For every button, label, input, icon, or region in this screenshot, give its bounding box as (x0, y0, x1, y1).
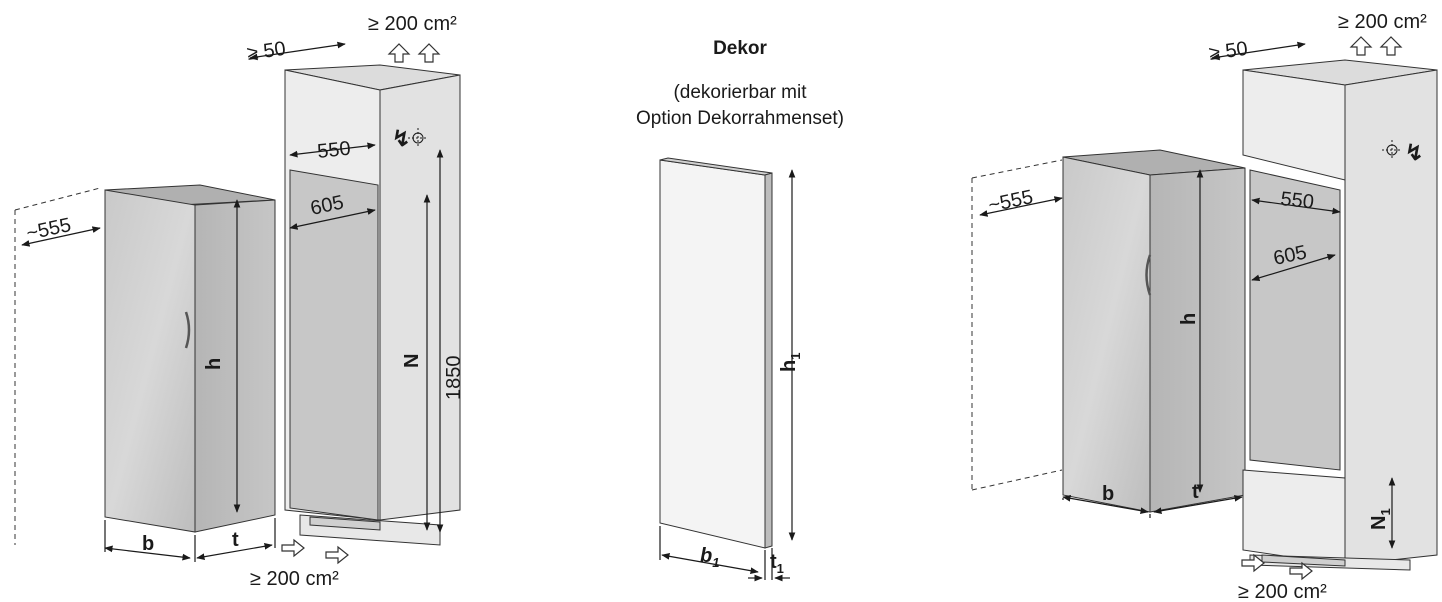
right-approx-555-label: ~555 (986, 186, 1035, 217)
right-niche-N1-label: N1 (1368, 508, 1393, 530)
left-dimensions (21, 41, 444, 562)
decor-width-b1-label: b1 (700, 545, 719, 570)
left-socket-icon (408, 128, 428, 148)
right-scene: ≥ 50 ≥ 200 cm² 550 605 ~555 h b t N1 ≥ 2… (971, 11, 1438, 602)
right-depth-550-label: 550 (1279, 188, 1314, 213)
right-cabinet (1242, 59, 1438, 571)
left-approx-555-label: ~555 (24, 214, 73, 245)
right-height-h-label: h (1178, 313, 1200, 325)
left-vent-arrows (281, 43, 441, 565)
left-min-50-label: ≥ 50 (246, 38, 287, 65)
left-scene: ≥ 50 ≥ 200 cm² 550 605 ~555 h N 1850 b t… (14, 13, 465, 590)
right-socket-icon (1382, 140, 1402, 160)
decor-title: Dekor (713, 38, 767, 59)
right-door-handle (1145, 254, 1152, 296)
left-width-b-label: b (142, 533, 154, 555)
left-height-h-label: h (203, 358, 225, 370)
door-handle (184, 311, 191, 349)
right-top-vent-label: ≥ 200 cm² (1338, 11, 1427, 33)
decor-height-h1-label: h1 (778, 353, 803, 372)
left-appliance (104, 184, 276, 533)
right-appliance (1062, 149, 1246, 513)
right-vent-arrows (1241, 36, 1403, 581)
left-depth-t-label: t (232, 529, 239, 551)
left-top-vent-label: ≥ 200 cm² (368, 13, 457, 35)
right-min-50-label: ≥ 50 (1208, 38, 1249, 65)
decor-panel-edge (764, 172, 773, 549)
left-cabinet (284, 64, 461, 546)
left-electric-icon: ↯ (392, 126, 410, 151)
right-width-b-label: b (1102, 483, 1114, 505)
right-wall-outline (971, 159, 1063, 491)
decor-dimensions (659, 169, 796, 582)
right-depth-t-label: t (1192, 481, 1199, 503)
right-electric-icon: ↯ (1405, 140, 1423, 165)
right-dimensions (979, 41, 1396, 549)
decor-panel: h1 b1 t1 (659, 157, 803, 582)
left-depth-550-label: 550 (316, 138, 351, 163)
right-bottom-vent-label: ≥ 200 cm² (1238, 581, 1327, 602)
left-wall-outline (14, 187, 101, 545)
decor-depth-t1-label: t1 (770, 551, 784, 576)
left-niche-N-label: N (401, 354, 423, 368)
decor-note-line-1: (dekorierbar mit (673, 82, 807, 103)
decor-panel-front (659, 159, 766, 549)
left-height-1850-label: 1850 (443, 356, 465, 401)
decor-note-line-2: Option Dekorrahmenset) (635, 108, 845, 129)
left-bottom-vent-label: ≥ 200 cm² (250, 568, 339, 590)
